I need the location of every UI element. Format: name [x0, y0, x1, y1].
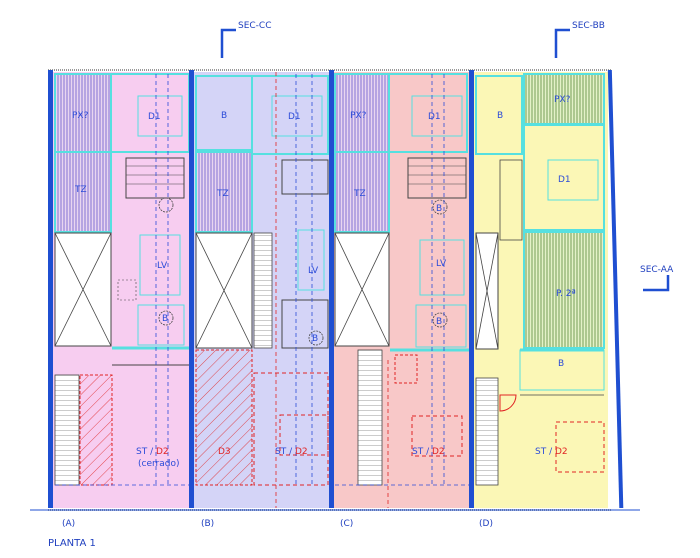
section-cc-label: SEC-CC	[238, 21, 272, 31]
room-label-tz: TZ	[216, 189, 229, 199]
st-text: ST /	[136, 447, 156, 457]
section-bb-label: SEC-BB	[572, 21, 605, 31]
unit-a: PX? TZ D1 LV B ST / D2 (cerrado)	[52, 72, 190, 508]
room-label-st: ST / D2	[275, 447, 308, 457]
room-label-px: PX?	[350, 111, 367, 121]
unit-d: B PX? D1 P. 2ª B ST / D2	[472, 72, 608, 508]
st-red-text: D2	[555, 447, 568, 457]
room-label-st: ST / D2	[136, 447, 169, 457]
st-text: ST /	[412, 447, 432, 457]
st-text: ST /	[275, 447, 295, 457]
section-marker-cc: SEC-CC	[220, 21, 272, 58]
unit-letter-d: (D)	[479, 519, 493, 529]
room-label-b-top: B	[221, 111, 227, 121]
section-marker-bb: SEC-BB	[554, 21, 605, 58]
room-label-px: PX?	[72, 111, 89, 121]
party-walls	[48, 70, 624, 508]
room-label-lv: LV	[308, 266, 319, 276]
room-label-lv: LV	[157, 261, 168, 271]
room-label-tz: TZ	[74, 185, 87, 195]
room-label-b: B	[312, 334, 318, 344]
unit-letter-a: (A)	[62, 519, 75, 529]
room-label-b-top: B	[497, 111, 503, 121]
room-label-b: B	[558, 359, 564, 369]
st-red-text: D2	[156, 447, 169, 457]
room-label-st: ST / D2	[412, 447, 445, 457]
unit-letter-c: (C)	[340, 519, 353, 529]
room-label-d1: D1	[288, 112, 301, 122]
room-label-st: ST / D2	[535, 447, 568, 457]
st-red-text: D2	[295, 447, 308, 457]
room-label-d1: D1	[428, 112, 441, 122]
section-marker-aa: SEC-AA	[640, 265, 674, 292]
plan-title: PLANTA 1	[48, 538, 96, 549]
room-label-b2: B	[436, 317, 442, 327]
room-label-note: (cerrado)	[138, 459, 179, 469]
room-label-p2: P. 2ª	[556, 289, 576, 299]
unit-letter-b: (B)	[201, 519, 214, 529]
room-label-d1: D1	[558, 175, 571, 185]
room-label-px: PX?	[554, 95, 571, 105]
room-label-d1: D1	[148, 112, 161, 122]
room-label-b: B	[436, 204, 442, 214]
unit-c: PX? TZ D1 LV B B ST / D2	[332, 72, 470, 508]
room-label-b: B	[162, 314, 168, 324]
unit-b: B TZ D1 LV B D3 ST / D2	[192, 72, 330, 508]
st-red-text: D2	[432, 447, 445, 457]
room-label-lv: LV	[436, 259, 447, 269]
room-label-tz: TZ	[353, 189, 366, 199]
room-label-d3: D3	[218, 447, 231, 457]
section-aa-label: SEC-AA	[640, 265, 674, 275]
st-text: ST /	[535, 447, 555, 457]
